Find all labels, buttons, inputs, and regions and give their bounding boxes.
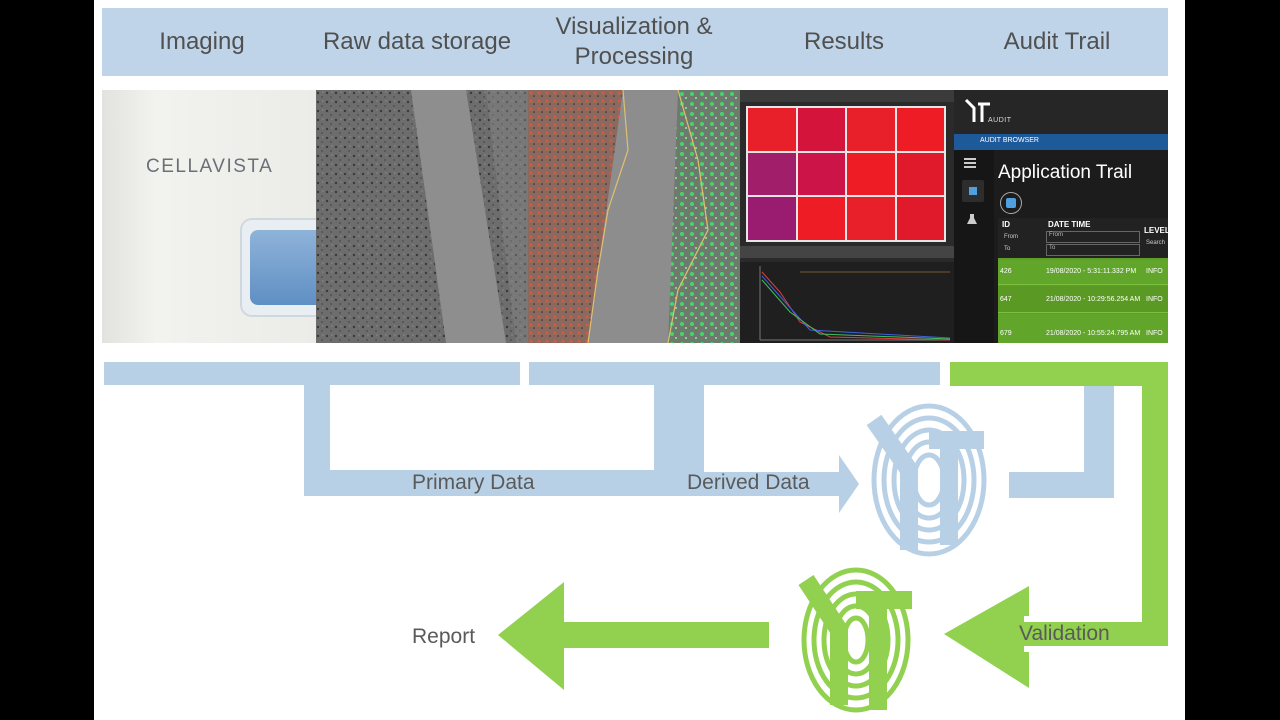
calendar-icon[interactable] — [1000, 192, 1022, 214]
validation-path — [950, 362, 1168, 646]
audit-brand-label: AUDIT — [988, 117, 1012, 124]
column-header-datetime[interactable]: DATE TIME — [1048, 220, 1091, 229]
raw-image-art — [316, 90, 528, 343]
row-datetime: 21/08/2020 - 10:55:24.795 AM — [1046, 330, 1141, 337]
validation-label: Validation — [1019, 622, 1110, 645]
instrument-brand-text: CELLAVISTA — [146, 156, 274, 177]
results-software-screenshot — [740, 90, 954, 343]
step-imaging: Imaging — [159, 28, 245, 55]
date-to-input[interactable]: To — [1046, 244, 1140, 256]
results-status-bar — [740, 246, 954, 258]
flow-bar-raw — [104, 362, 520, 385]
slide: Imaging Raw data storage Visualization &… — [94, 0, 1185, 720]
hamburger-menu-icon[interactable] — [964, 158, 976, 160]
row-level: INFO — [1146, 296, 1163, 303]
audit-logo-icon — [964, 98, 990, 122]
column-header-id[interactable]: ID — [1002, 220, 1010, 229]
audit-page-title: Application Trail — [998, 162, 1133, 183]
instrument-photo: CELLAVISTA — [102, 90, 316, 343]
step-audit-trail: Audit Trail — [1003, 28, 1111, 55]
results-toolbar — [740, 90, 954, 102]
blue-fingerprint-icon — [866, 403, 987, 557]
step-raw-data-storage: Raw data storage — [322, 28, 512, 55]
report-arrow — [498, 582, 769, 690]
well — [896, 152, 944, 196]
well — [748, 152, 796, 196]
well — [847, 197, 895, 240]
audit-browser-label: AUDIT BROWSER — [980, 137, 1039, 144]
instrument-blue-tray — [250, 230, 316, 305]
audit-trail-app-screenshot: AUDIT AUDIT BROWSER Application Trail ID… — [954, 90, 1168, 343]
primary-data-label: Primary Data — [412, 471, 535, 494]
row-level: INFO — [1146, 330, 1163, 337]
date-from-placeholder: From — [1049, 232, 1063, 238]
raw-microscopy-image — [316, 90, 528, 343]
row-id: 679 — [1000, 330, 1012, 337]
results-curves — [759, 266, 951, 341]
well — [797, 197, 845, 240]
processed-image-art — [528, 90, 740, 343]
row-id: 426 — [1000, 268, 1012, 275]
report-label: Report — [412, 625, 476, 648]
step-visualization-processing: Visualization & Processing — [555, 13, 713, 70]
row-level: INFO — [1146, 268, 1163, 275]
well — [748, 108, 796, 151]
audit-browser-tab[interactable]: AUDIT BROWSER — [954, 134, 1168, 150]
processed-overlay-image — [528, 90, 740, 343]
flask-icon[interactable] — [967, 214, 977, 224]
row-id: 647 — [1000, 296, 1012, 303]
step-results: Results — [803, 28, 885, 55]
well — [748, 197, 796, 240]
date-to-placeholder: To — [1049, 245, 1056, 251]
home-icon[interactable] — [962, 180, 984, 202]
well — [847, 152, 895, 196]
well — [797, 108, 845, 151]
green-fingerprint-icon — [798, 567, 912, 713]
results-curve-plot — [740, 262, 954, 343]
table-row[interactable]: 647 21/08/2020 - 10:29:56.254 AM INFO — [998, 286, 1168, 313]
table-row[interactable]: 426 19/08/2020 - 5:31:11.332 PM INFO — [998, 260, 1168, 285]
level-search-label[interactable]: Search — [1146, 240, 1166, 246]
validation-arrow-head — [944, 586, 1029, 688]
date-from-input[interactable]: From — [1046, 231, 1140, 243]
audit-app-header: AUDIT — [954, 90, 1168, 134]
audit-upload-arrow — [1009, 362, 1139, 498]
row-datetime: 21/08/2020 - 10:29:56.254 AM — [1046, 296, 1141, 303]
audit-side-nav — [954, 150, 994, 343]
audit-table-body: 426 19/08/2020 - 5:31:11.332 PM INFO 647… — [998, 258, 1168, 343]
results-plate-grid — [746, 106, 946, 242]
well — [896, 108, 944, 151]
row-datetime: 19/08/2020 - 5:31:11.332 PM — [1046, 268, 1137, 275]
column-header-level[interactable]: LEVEL — [1144, 226, 1168, 235]
workflow-header: Imaging Raw data storage Visualization &… — [102, 8, 1168, 76]
audit-table-header: ID DATE TIME LEVEL From To From To Searc… — [998, 218, 1168, 258]
id-filter-to-label: To — [1004, 246, 1011, 252]
well — [797, 152, 845, 196]
well — [847, 108, 895, 151]
id-filter-from-label: From — [1004, 234, 1018, 240]
well — [896, 197, 944, 240]
derived-data-label: Derived Data — [687, 471, 810, 494]
flow-bar-processed — [529, 362, 940, 385]
table-row[interactable]: 679 21/08/2020 - 10:55:24.795 AM INFO — [998, 314, 1168, 343]
